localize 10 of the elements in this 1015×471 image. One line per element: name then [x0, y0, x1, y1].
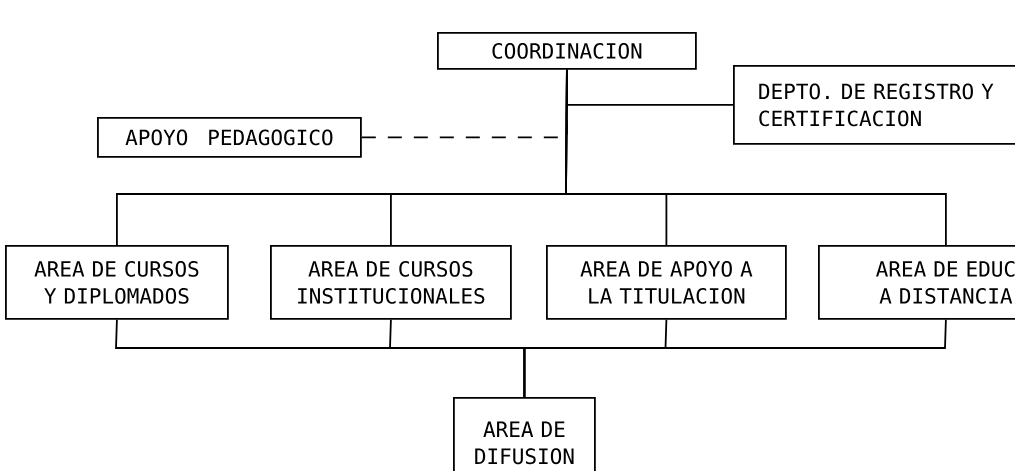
org-box: AREA DE CURSOS Y DIPLOMADOS: [5, 245, 229, 320]
org-box: AREA DE CURSOS INSTITUCIONALES: [270, 245, 512, 320]
connector-line: [565, 68, 947, 246]
org-box: AREA DE EDUC A DISTANCIA: [818, 245, 1015, 320]
org-box: AREA DE DIFUSION: [453, 397, 596, 471]
org-box: DEPTO. DE REGISTRO Y CERTIFICACION: [733, 65, 1015, 145]
connector-line: [523, 318, 947, 398]
org-box: AREA DE APOYO A LA TITULACION: [546, 245, 787, 320]
org-box: COORDINACION: [437, 32, 697, 70]
org-box: APOYO PEDAGOGICO: [97, 117, 362, 158]
